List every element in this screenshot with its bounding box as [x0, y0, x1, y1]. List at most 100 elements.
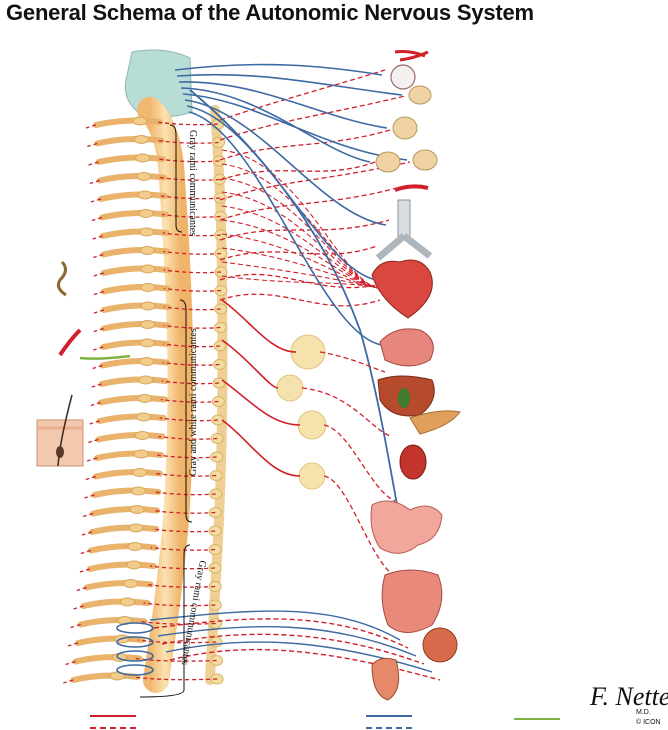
pelvic-fiber	[161, 633, 425, 665]
gray-ramus	[135, 657, 217, 662]
sympathetic-postganglionic	[219, 273, 391, 289]
spinal-nerve	[75, 635, 146, 646]
gray-ramus	[146, 583, 216, 588]
peripheral-postganglionic	[93, 327, 104, 333]
bracket-middle: Gray and white rami communicantes	[179, 299, 199, 523]
spinal-nerve	[96, 173, 167, 184]
dorsal-root-ganglion	[133, 135, 149, 144]
peripheral-postganglionic	[92, 235, 103, 240]
abdominal-postganglionic	[319, 351, 386, 373]
peripheral-postganglionic	[65, 660, 76, 666]
spinal-nerve	[97, 191, 168, 202]
gray-ramus	[163, 343, 221, 348]
abdominal-postganglionic	[301, 387, 391, 437]
splanchnic-nerve	[221, 419, 301, 477]
parasympathetic-cranial	[174, 63, 383, 76]
svg-text:F. Netter: F. Netter	[589, 682, 668, 711]
parasympathetic-cranial	[178, 81, 388, 129]
spinal-nerve	[86, 561, 157, 572]
spinal-nerve	[83, 580, 154, 591]
gray-ramus	[140, 620, 216, 625]
spinal-nerve-roots	[70, 116, 171, 683]
dorsal-root-ganglion	[138, 209, 154, 218]
gray-ramus	[154, 491, 216, 496]
trachea-bronchi	[375, 199, 433, 261]
stomach	[379, 328, 434, 367]
gray-ramus	[150, 546, 216, 551]
gray-ramus	[159, 417, 218, 422]
svg-text:M.D.: M.D.	[636, 709, 651, 716]
dorsal-root-ganglion	[133, 449, 149, 459]
superior-mesenteric-ganglion	[297, 410, 327, 440]
dorsal-root-ganglion	[127, 542, 143, 551]
peripheral-postganglionic	[91, 383, 102, 388]
celiac-ganglion	[290, 334, 326, 370]
spinal-nerve	[100, 321, 171, 332]
gray-ramus	[161, 380, 220, 385]
spinal-nerve	[92, 469, 163, 480]
peripheral-postganglionic	[91, 216, 103, 222]
spinal-nerve	[100, 265, 171, 276]
adrenal-kidney	[399, 444, 427, 480]
spinal-nerve	[80, 598, 151, 609]
genitalia	[371, 657, 400, 701]
gray-ramus	[158, 435, 218, 440]
prevertebral-ganglia	[276, 334, 327, 490]
peripheral-postganglionic	[90, 401, 101, 407]
spinal-nerve	[88, 524, 159, 535]
spinal-nerve	[99, 228, 170, 239]
peripheral-postganglionic	[84, 494, 95, 499]
peripheral-postganglionic	[89, 420, 100, 425]
gray-ramus	[163, 287, 221, 292]
spinal-nerve	[98, 376, 169, 387]
splanchnic-nerve	[221, 379, 301, 426]
peripheral-postganglionic	[80, 549, 92, 555]
dorsal-root-ganglion	[132, 468, 148, 477]
gray-ramus	[149, 565, 216, 570]
gray-ramus	[163, 269, 222, 274]
sacral-parasympathetic	[116, 636, 154, 648]
gray-ramus	[155, 121, 219, 126]
large-intestine	[381, 569, 443, 633]
pelvic-fiber	[169, 648, 441, 681]
spinal-nerve	[96, 413, 167, 424]
spinal-nerve	[70, 672, 141, 683]
spinal-nerve	[90, 506, 161, 517]
dorsal-root-ganglion	[128, 523, 144, 533]
gray-ramus	[151, 528, 216, 533]
peripheral-postganglionic	[93, 346, 104, 351]
gray-ramus	[153, 509, 216, 514]
abdominal-postganglionic	[323, 475, 401, 581]
spinal-nerve	[95, 432, 166, 443]
pelvic-fiber	[149, 610, 401, 641]
spinal-nerve	[93, 117, 163, 128]
dorsal-root-ganglion	[139, 357, 155, 366]
label-gray-rami-upper: Gray rami communicantes	[187, 130, 198, 236]
vagus-nerve	[189, 89, 401, 521]
peripheral-postganglionic	[79, 568, 91, 573]
pelvic-fiber	[153, 618, 409, 649]
parasympathetic-cranial	[184, 99, 387, 226]
gray-ramus	[163, 306, 221, 311]
dorsal-root-ganglion	[140, 283, 156, 292]
label-gray-white-rami: Gray and white rami communicantes	[188, 328, 199, 476]
skin-inset	[36, 394, 84, 467]
sacral-parasympathetic	[116, 664, 154, 676]
sympathetic-postganglionic	[219, 293, 381, 307]
spinal-nerve	[97, 395, 168, 406]
heart	[371, 259, 433, 319]
peripheral-postganglionic	[93, 253, 104, 259]
gray-ramus	[133, 676, 218, 681]
sacral-parasympathetic	[116, 622, 154, 634]
peripheral-postganglionic	[86, 457, 98, 462]
sweat-gland-coil	[57, 260, 67, 297]
peripheral-postganglionic	[93, 272, 104, 277]
peripheral-postganglionic	[88, 438, 99, 444]
spinal-nerve	[100, 339, 171, 350]
inferior-mesenteric-ganglion	[298, 462, 326, 490]
spinal-nerve	[94, 136, 165, 147]
dorsal-root-ganglion	[132, 116, 148, 126]
gray-ramus	[163, 250, 222, 255]
gray-ramus	[157, 454, 217, 459]
